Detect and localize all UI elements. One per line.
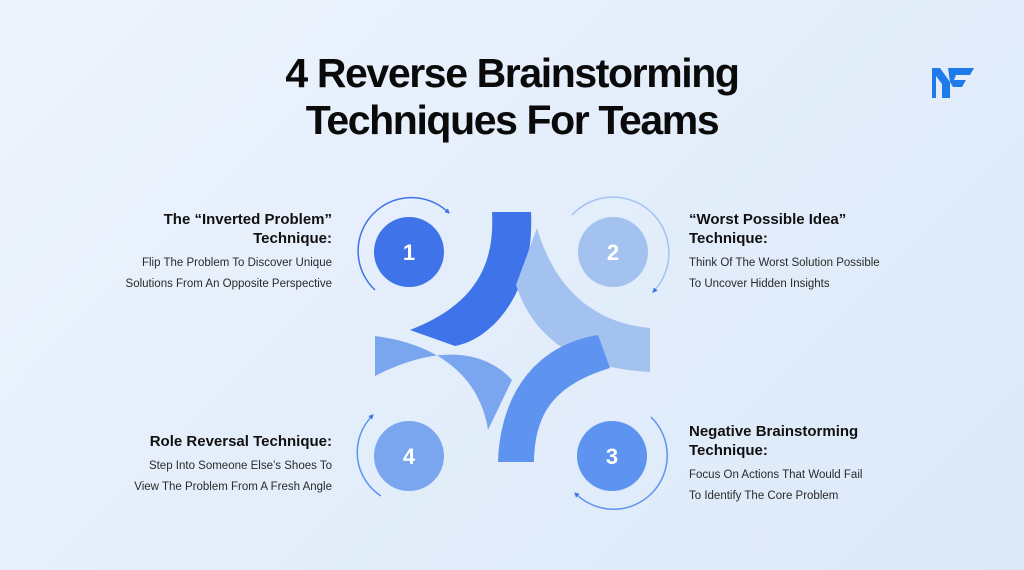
number-1: 1 [403, 240, 415, 265]
number-circle-3 [577, 421, 647, 491]
technique-1-desc: Flip The Problem To Discover Unique Solu… [125, 257, 332, 290]
title-line-2: Techniques For Teams [305, 97, 720, 143]
number-circle-1 [374, 217, 444, 287]
arc-band-3 [498, 335, 610, 462]
orbit-arrow-2 [571, 196, 670, 293]
technique-4-title: Role Reversal Technique: [149, 433, 332, 450]
arc-band-1 [410, 212, 532, 346]
arc-band-2 [516, 228, 650, 372]
technique-4-block: Role Reversal Technique: Step Into Someo… [92, 432, 332, 498]
number-circle-4 [374, 421, 444, 491]
technique-3-desc: Focus On Actions That Would Fail To Iden… [689, 469, 863, 502]
page-title: 4 Reverse Brainstorming Techniques For T… [0, 50, 1024, 144]
technique-1-block: The “Inverted Problem” Technique: Flip T… [92, 210, 332, 295]
number-2: 2 [607, 240, 619, 265]
technique-1-title: The “Inverted Problem” Technique: [163, 211, 332, 247]
number-3: 3 [606, 444, 618, 469]
technique-3-block: Negative Brainstorming Technique: Focus … [689, 422, 929, 507]
technique-2-desc: Think Of The Worst Solution Possible To … [689, 257, 880, 290]
technique-2-block: “Worst Possible Idea” Technique: Think O… [689, 210, 929, 295]
technique-2-title: “Worst Possible Idea” Technique: [689, 211, 847, 247]
arc-band-4 [375, 336, 512, 430]
orbit-arrow-1 [357, 196, 450, 291]
orbit-arrow-4 [356, 414, 382, 497]
number-circle-2 [578, 217, 648, 287]
technique-4-desc: Step Into Someone Else’s Shoes To View T… [134, 460, 332, 493]
orbit-arrow-3 [574, 416, 668, 510]
title-line-1: 4 Reverse Brainstorming [285, 50, 740, 96]
number-4: 4 [403, 444, 416, 469]
technique-3-title: Negative Brainstorming Technique: [689, 423, 859, 459]
mf-logo-icon [932, 68, 974, 98]
